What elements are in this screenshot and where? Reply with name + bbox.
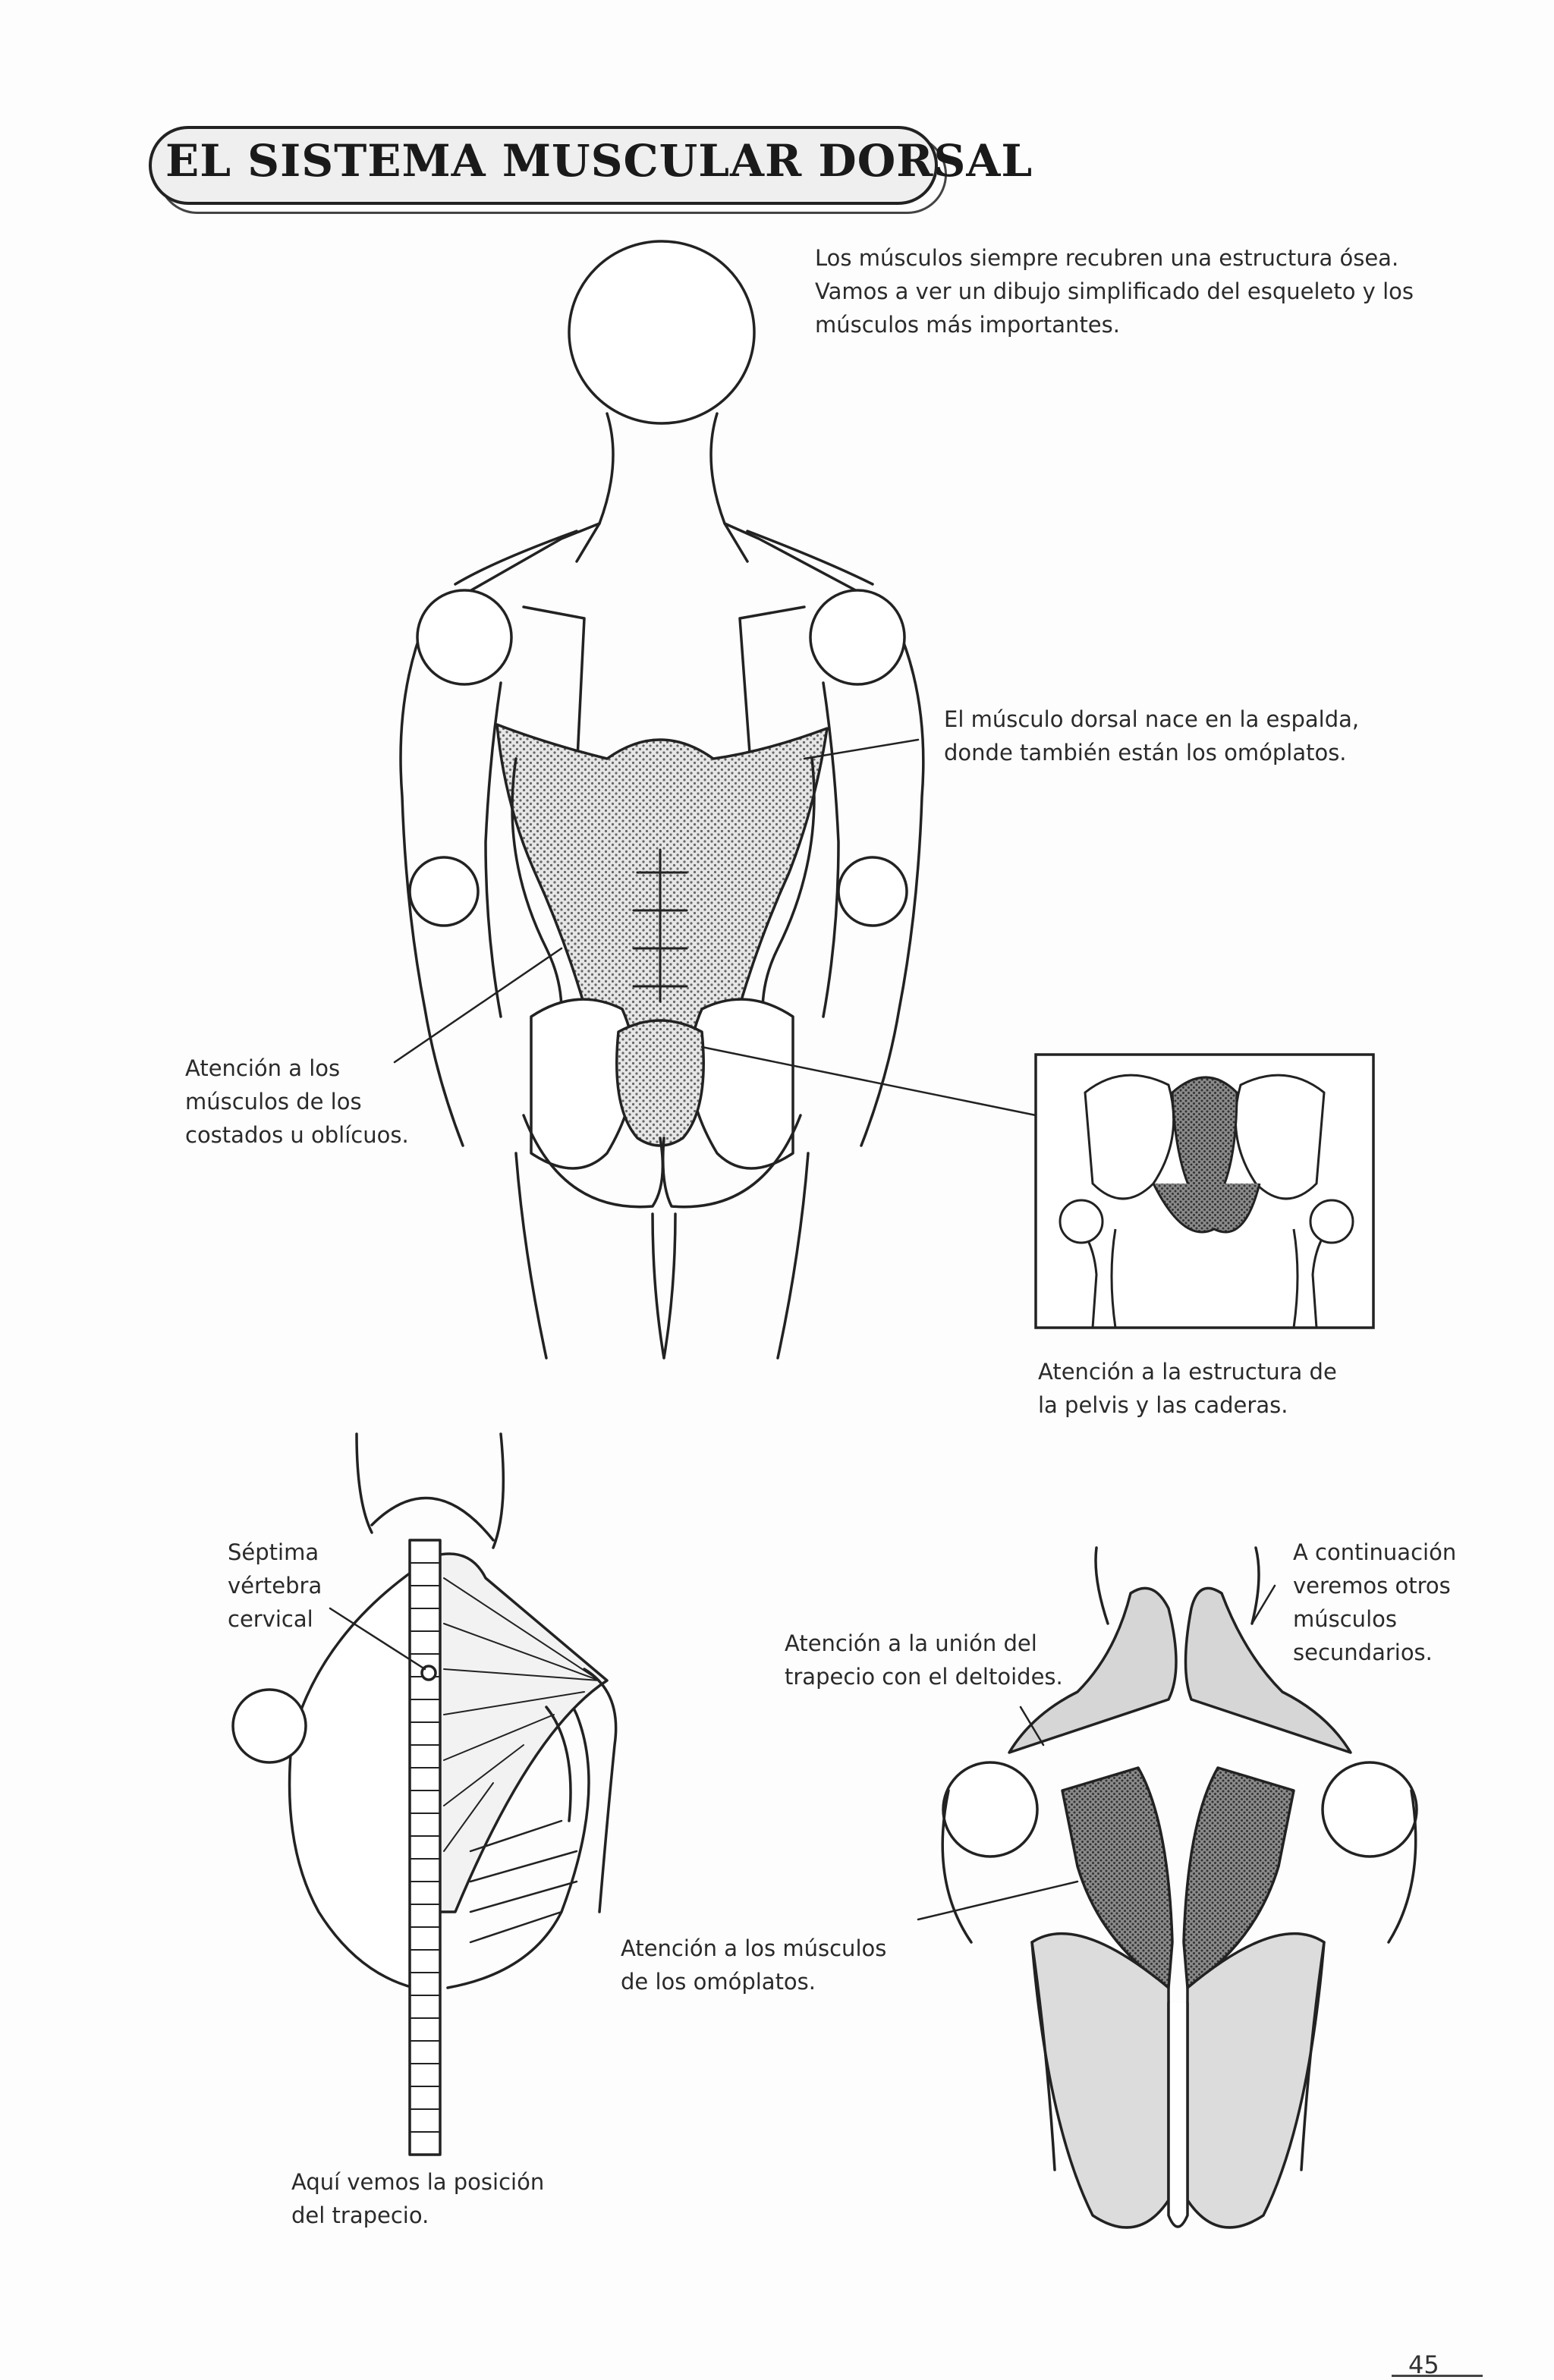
obliques-caption: Atención a los músculos de los costados … — [185, 1052, 409, 1152]
title-banner: EL SISTEMA MUSCULAR DORSAL — [149, 126, 1032, 217]
continuation-caption: A continuación veremos otros músculos se… — [1293, 1536, 1456, 1669]
continuation-line: músculos — [1293, 1606, 1397, 1632]
page-number: 45 — [1408, 2350, 1439, 2379]
scapula-muscles-line: Atención a los músculos — [621, 1935, 887, 1961]
right-elbow-joint — [837, 856, 908, 927]
vertebra-line: Séptima — [228, 1539, 319, 1565]
dorsal-caption: El músculo dorsal nace en la espalda, do… — [944, 703, 1359, 769]
neck-left — [575, 412, 615, 563]
title-box — [149, 126, 938, 205]
neck-right — [709, 412, 749, 563]
pelvis-caption: Atención a la estructura de la pelvis y … — [1038, 1355, 1337, 1422]
head-shape — [568, 240, 756, 425]
trapezius-union-line: trapecio con el deltoides. — [785, 1664, 1063, 1690]
page-title: EL SISTEMA MUSCULAR DORSAL — [165, 135, 1033, 187]
vertebra-line: cervical — [228, 1606, 313, 1632]
intro-caption: Los músculos siempre recubren una estruc… — [815, 241, 1414, 341]
right-back-shoulder-joint — [1321, 1761, 1418, 1858]
intro-line: Vamos a ver un dibujo simplificado del e… — [815, 278, 1414, 304]
dorsal-muscle-area — [495, 723, 829, 1109]
trapezius-position-line: Aquí vemos la posición — [291, 2169, 545, 2195]
continuation-line: A continuación — [1293, 1539, 1457, 1565]
trapezius-union-caption: Atención a la unión del trapecio con el … — [785, 1627, 1063, 1693]
dorsal-line: El músculo dorsal nace en la espalda, — [944, 706, 1360, 732]
left-back-shoulder-joint — [942, 1761, 1039, 1858]
intro-line: Los músculos siempre recubren una estruc… — [815, 245, 1399, 271]
obliques-line: músculos de los — [185, 1089, 362, 1115]
continuation-line: veremos otros — [1293, 1573, 1451, 1599]
trapezius-position-line: del trapecio. — [291, 2202, 429, 2228]
vertebra-line: vértebra — [228, 1573, 322, 1599]
vertebra-caption: Séptima vértebra cervical — [228, 1536, 322, 1636]
trapezius-shoulder-joint — [231, 1688, 307, 1764]
page-number-rule — [1392, 2375, 1483, 2377]
continuation-line: secundarios. — [1293, 1640, 1433, 1665]
sacrum-area — [615, 1019, 705, 1147]
left-shoulder-joint — [416, 589, 513, 686]
obliques-line: Atención a los — [185, 1055, 341, 1081]
scapula-muscles-caption: Atención a los músculos de los omóplatos… — [621, 1932, 886, 1998]
trapezius-union-line: Atención a la unión del — [785, 1630, 1037, 1656]
obliques-line: costados u oblícuos. — [185, 1122, 409, 1148]
figure-trapezius — [231, 1432, 618, 2156]
pelvis-drawing — [1059, 1074, 1354, 1328]
pelvis-line: la pelvis y las caderas. — [1038, 1392, 1288, 1418]
pelvis-figure-box — [1034, 1053, 1375, 1329]
right-shoulder-joint — [809, 589, 906, 686]
dorsal-line: donde también están los omóplatos. — [944, 740, 1347, 766]
scapula-muscles-line: de los omóplatos. — [621, 1969, 816, 1995]
figure-full-back — [393, 240, 1037, 1360]
figure-secondary-muscles — [917, 1546, 1418, 2229]
left-elbow-joint — [408, 856, 480, 927]
intro-line: músculos más importantes. — [815, 312, 1120, 338]
pelvis-line: Atención a la estructura de — [1038, 1359, 1337, 1385]
trapezius-position-caption: Aquí vemos la posición del trapecio. — [291, 2165, 544, 2232]
